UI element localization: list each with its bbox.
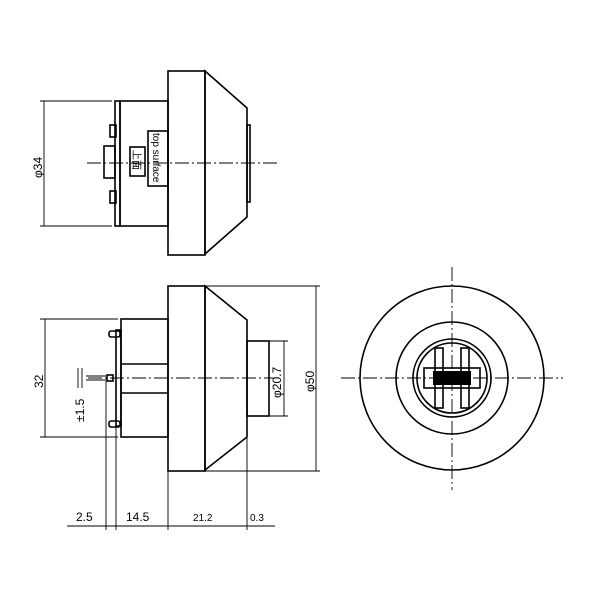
dim-phi34: φ34: [31, 157, 45, 178]
dim-21-2: 21.2: [193, 513, 213, 524]
top-tab: [109, 124, 117, 138]
top-connector: [103, 145, 116, 179]
dim-phi50: φ50: [303, 371, 317, 392]
side-view: 32 ±1.5 φ20.7 φ50 2.5 14.5 21.2 0.3: [32, 284, 320, 530]
side-tab: [108, 420, 121, 428]
label-top-surface: top surface: [150, 133, 161, 183]
label-box-jp: [129, 146, 146, 177]
dim-tol-1-5: ±1.5: [73, 398, 87, 422]
dim-phi20-7: φ20.7: [270, 367, 284, 398]
top-view: top surface 上面 φ34: [31, 69, 277, 256]
top-front-strip: [246, 124, 251, 203]
dim-0-3: 0.3: [250, 513, 264, 524]
label-box-en: [147, 130, 169, 187]
front-view: [341, 267, 563, 490]
side-nose: [246, 340, 270, 417]
side-body-flange: [167, 285, 206, 472]
dim-2-5: 2.5: [76, 510, 93, 524]
dim-32: 32: [32, 374, 46, 388]
top-tab: [109, 190, 117, 204]
dim-14-5: 14.5: [126, 510, 150, 524]
label-jp: 上面: [130, 150, 142, 170]
top-body-taper: [204, 69, 248, 256]
side-tab: [108, 330, 121, 338]
